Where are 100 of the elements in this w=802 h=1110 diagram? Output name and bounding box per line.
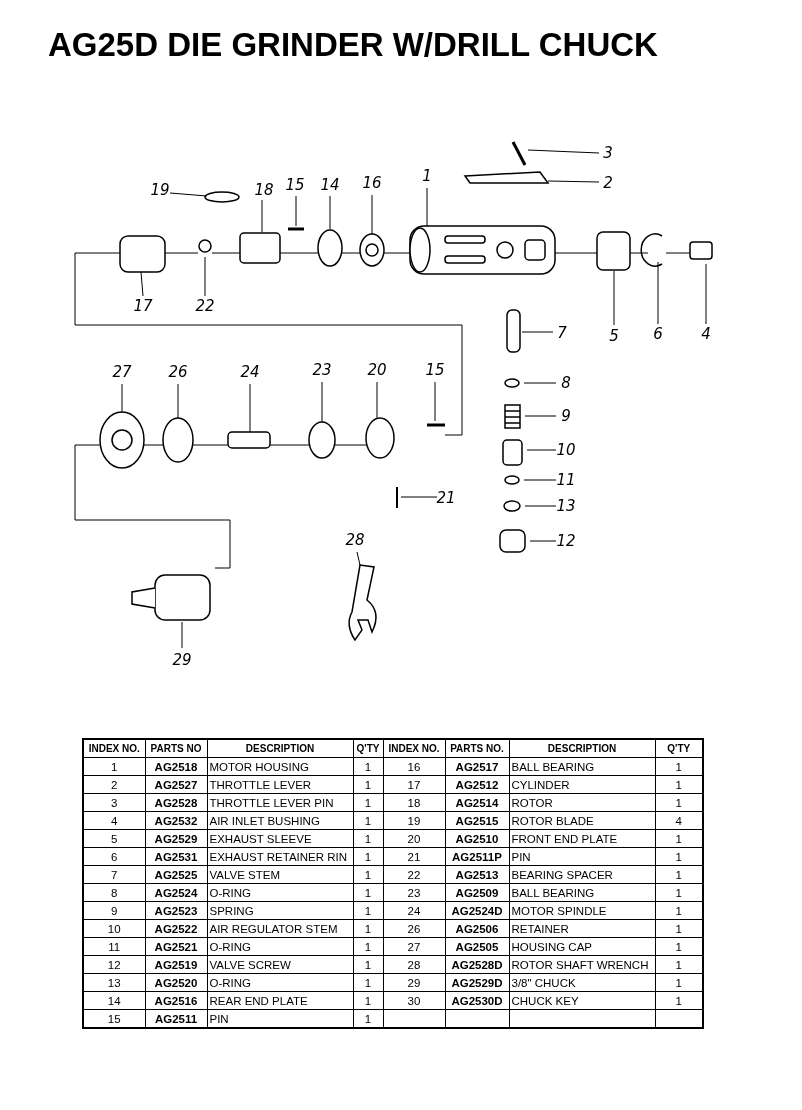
table-cell: 21	[383, 847, 445, 866]
table-cell: 1	[353, 811, 383, 830]
column-header: DESCRIPTION	[509, 739, 655, 758]
table-cell: VALVE SCREW	[207, 955, 353, 974]
table-cell: FRONT END PLATE	[509, 829, 655, 848]
table-cell: 29	[383, 973, 445, 992]
callout-number: 29	[172, 651, 192, 669]
leader-line	[527, 149, 600, 154]
leader-line	[523, 382, 557, 384]
table-cell: 1	[353, 919, 383, 938]
leader-line	[121, 383, 123, 413]
callout-number: 18	[254, 181, 274, 199]
table-cell: O-RING	[207, 973, 353, 992]
callout-number: 8	[561, 374, 571, 392]
leader-line	[705, 263, 707, 325]
table-cell: 7	[83, 865, 145, 884]
table-cell: 19	[383, 811, 445, 830]
table-cell: 20	[383, 829, 445, 848]
table-cell: AG2529D	[445, 973, 509, 992]
leader-line	[177, 383, 179, 419]
table-cell: 6	[83, 847, 145, 866]
column-header: Q'TY	[353, 739, 383, 758]
table-cell: AG2524D	[445, 901, 509, 920]
table-cell: 1	[353, 829, 383, 848]
callout-number: 21	[436, 489, 456, 507]
table-cell: 3	[83, 793, 145, 812]
callout-number: 15	[425, 361, 445, 379]
table-cell: AG2519	[145, 955, 207, 974]
callout-number: 15	[285, 176, 305, 194]
table-cell: EXHAUST RETAINER RIN	[207, 847, 353, 866]
callout-number: 26	[168, 363, 188, 381]
column-header: INDEX NO.	[83, 739, 145, 758]
callout-number: 7	[557, 324, 567, 342]
callout-number: 24	[240, 363, 260, 381]
table-cell: PIN	[207, 1009, 353, 1028]
leader-line	[356, 551, 361, 566]
table-cell: BALL BEARING	[509, 883, 655, 902]
callout-number: 28	[345, 531, 365, 549]
leader-line	[249, 383, 251, 433]
leader-line	[521, 331, 554, 333]
table-cell: 13	[83, 973, 145, 992]
table-cell: AG2505	[445, 937, 509, 956]
callout-number: 22	[195, 297, 215, 315]
callout-number: 10	[556, 441, 576, 459]
table-cell: 3/8" CHUCK	[509, 973, 655, 992]
table-cell: AG2522	[145, 919, 207, 938]
table-cell: 18	[383, 793, 445, 812]
table-cell: MOTOR SPINDLE	[509, 901, 655, 920]
table-cell: AG2530D	[445, 991, 509, 1010]
table-cell: 9	[83, 901, 145, 920]
column-header: PARTS NO.	[445, 739, 509, 758]
callout-number: 1	[422, 167, 432, 185]
table-cell: MOTOR HOUSING	[207, 757, 353, 776]
leader-line	[329, 195, 331, 230]
table-cell: 26	[383, 919, 445, 938]
table-cell: ROTOR SHAFT WRENCH	[509, 955, 655, 974]
table-cell: O-RING	[207, 883, 353, 902]
table-cell: BEARING SPACER	[509, 865, 655, 884]
leader-line	[547, 180, 600, 183]
leader-line	[613, 270, 615, 326]
table-cell: 1	[353, 991, 383, 1010]
table-cell: AG2515	[445, 811, 509, 830]
leader-line	[529, 540, 557, 542]
table-cell: 1	[353, 973, 383, 992]
table-cell: AG2506	[445, 919, 509, 938]
table-cell: 4	[83, 811, 145, 830]
column-header: INDEX NO.	[383, 739, 445, 758]
table-cell: 17	[383, 775, 445, 794]
leader-line	[434, 381, 436, 422]
callout-number: 3	[603, 144, 613, 162]
callout-number: 27	[112, 363, 132, 381]
callout-number: 5	[609, 327, 619, 345]
table-cell: 1	[353, 901, 383, 920]
table-cell: AG2529	[145, 829, 207, 848]
table-cell: THROTTLE LEVER	[207, 775, 353, 794]
callout-number: 20	[367, 361, 387, 379]
table-cell: AIR REGULATOR STEM	[207, 919, 353, 938]
table-cell: O-RING	[207, 937, 353, 956]
table-cell: RETAINER	[509, 919, 655, 938]
table-cell: 28	[383, 955, 445, 974]
table-cell: 1	[353, 847, 383, 866]
leader-line	[524, 505, 557, 507]
table-cell: AG2520	[145, 973, 207, 992]
table-cell: CHUCK KEY	[509, 991, 655, 1010]
callout-number: 19	[150, 181, 170, 199]
title: AG25D DIE GRINDER W/DRILL CHUCK	[48, 26, 658, 64]
callout-number: 2	[603, 174, 613, 192]
leader-line	[169, 192, 208, 197]
leader-line	[204, 256, 206, 297]
table-cell: 1	[353, 865, 383, 884]
table-cell: ROTOR	[509, 793, 655, 812]
table-cell: AG2511P	[445, 847, 509, 866]
leader-line	[524, 415, 557, 417]
callout-number: 9	[561, 407, 571, 425]
table-cell: VALVE STEM	[207, 865, 353, 884]
column-header: PARTS NO	[145, 739, 207, 758]
callout-number: 16	[362, 174, 382, 192]
table-cell: 1	[353, 793, 383, 812]
callout-number: 17	[133, 297, 153, 315]
leader-line	[295, 195, 297, 227]
